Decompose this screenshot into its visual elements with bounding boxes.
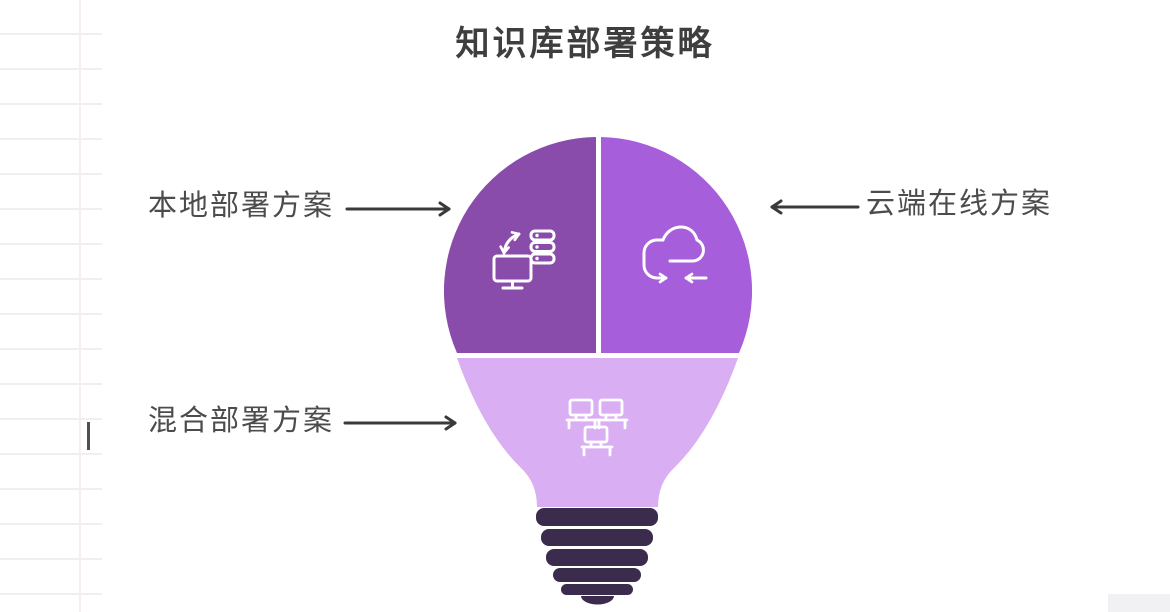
pointer-arrows [343, 199, 860, 431]
base-ridge [561, 584, 633, 595]
workstations-network-icon [565, 398, 629, 457]
base-ridge [536, 508, 658, 526]
database-disc [529, 252, 556, 265]
bulb-section-cloud [601, 137, 753, 353]
cloud-outline [661, 225, 705, 263]
bulb-section-local [443, 137, 596, 353]
cloud-sync-icon [642, 225, 708, 284]
workstation [565, 398, 599, 430]
text-cursor [87, 422, 90, 450]
base-tip [581, 596, 614, 605]
workstation [580, 425, 614, 457]
cloud-curl-arrow [642, 238, 668, 284]
workstation [595, 398, 629, 430]
database-disc [529, 241, 556, 253]
monitor-database-sync-icon [492, 229, 556, 290]
base-ridge [553, 568, 641, 582]
label-cloud-deployment: 云端在线方案 [866, 188, 1053, 220]
label-hybrid-deployment: 混合部署方案 [148, 405, 335, 437]
database-dots [535, 233, 539, 261]
sync-arrow [499, 231, 521, 255]
bulb-screw-base [536, 508, 658, 605]
spreadsheet-grid-lines [0, 0, 102, 612]
base-ridge [541, 529, 653, 546]
spreadsheet-grid-vline [79, 0, 81, 612]
base-ridge [546, 549, 648, 566]
page-title: 知识库部署策略 [455, 25, 715, 63]
label-local-deployment: 本地部署方案 [148, 190, 335, 222]
corner-shade [1108, 594, 1170, 612]
database-disc [529, 229, 556, 242]
bulb-section-hybrid [457, 358, 738, 507]
